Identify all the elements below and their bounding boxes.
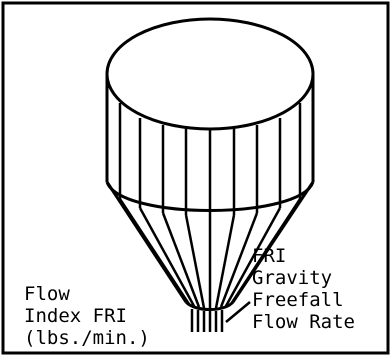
left-label-line-3: (lbs./min.) xyxy=(24,327,150,349)
cylinder-facets xyxy=(118,103,302,215)
cone-edge-left xyxy=(105,181,188,303)
right-label-line-1: FRI xyxy=(252,245,286,267)
left-label-line-2: Index FRI xyxy=(24,305,127,327)
outlet-rim xyxy=(184,300,235,311)
left-label-line-1: Flow xyxy=(24,283,70,305)
cylinder-top xyxy=(105,17,315,131)
right-label-line-2: Gravity xyxy=(252,267,332,289)
cone-facets xyxy=(118,198,302,309)
label-leader-line xyxy=(225,301,251,323)
right-label-line-3: Freefall xyxy=(252,289,344,311)
freefall-streams xyxy=(190,309,224,332)
right-label-line-4: Flow Rate xyxy=(252,311,355,333)
